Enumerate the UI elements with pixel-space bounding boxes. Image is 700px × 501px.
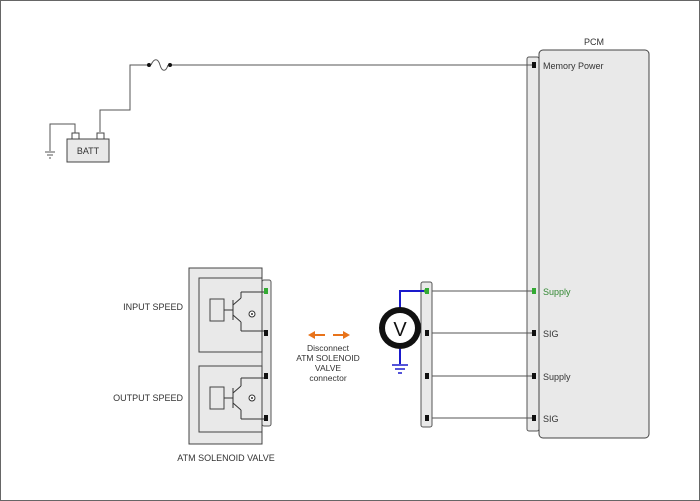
battery-negative-wire bbox=[49, 123, 76, 151]
battery-terminal-positive bbox=[96, 132, 105, 140]
pcm-label-sig-1: SIG bbox=[543, 329, 559, 339]
battery-circuit: BATT bbox=[45, 59, 532, 163]
harness-pin-sig-1 bbox=[425, 330, 429, 336]
disconnect-arrow-left-icon bbox=[308, 331, 325, 339]
instruction-line-4: connector bbox=[309, 373, 346, 383]
input-speed-coil bbox=[209, 298, 225, 322]
pcm-body bbox=[538, 49, 650, 439]
pcm-pin-supply-1 bbox=[532, 288, 536, 294]
solenoid-pin-2 bbox=[264, 330, 268, 336]
harness-pin-sig-2 bbox=[425, 415, 429, 421]
pcm-label-supply-2: Supply bbox=[543, 372, 571, 382]
output-speed-transistor-icon bbox=[224, 377, 266, 420]
fuse-icon bbox=[150, 59, 169, 71]
voltmeter-probe-wire bbox=[399, 290, 426, 308]
pcm-pin-sig-2 bbox=[532, 415, 536, 421]
input-speed-transistor-icon bbox=[224, 291, 266, 332]
solenoid-pin-4 bbox=[264, 415, 268, 421]
voltmeter-symbol: V bbox=[393, 319, 407, 341]
disconnect-instruction: Disconnect ATM SOLENOID VALVE connector bbox=[296, 331, 360, 383]
solenoid-title: ATM SOLENOID VALVE bbox=[177, 453, 275, 463]
instruction-line-3: VALVE bbox=[315, 363, 341, 373]
pcm-pin-memory-power bbox=[532, 62, 536, 68]
instruction-line-2: ATM SOLENOID bbox=[296, 353, 360, 363]
battery-positive-wire bbox=[99, 64, 147, 132]
pcm-module: PCM Memory Power Supply SIG Supply SIG bbox=[526, 37, 650, 439]
pcm-title: PCM bbox=[584, 37, 604, 47]
disconnect-arrow-right-icon bbox=[333, 331, 350, 339]
fuse-terminal-right bbox=[168, 63, 172, 67]
voltmeter-ground-icon bbox=[392, 364, 408, 374]
voltmeter: V bbox=[379, 289, 428, 374]
battery-terminal-negative bbox=[71, 132, 80, 140]
pcm-pin-sig-1 bbox=[532, 330, 536, 336]
harness-connector-strip bbox=[420, 281, 433, 428]
atm-solenoid-valve: INPUT SPEED OUTPUT SPEED ATM SOLENOID VA… bbox=[113, 267, 275, 463]
pcm-label-supply-1: Supply bbox=[543, 287, 571, 297]
input-speed-label: INPUT SPEED bbox=[123, 302, 183, 312]
pcm-label-memory-power: Memory Power bbox=[543, 61, 604, 71]
solenoid-pin-3 bbox=[264, 373, 268, 379]
battery-ground-icon bbox=[45, 151, 55, 159]
battery-label: BATT bbox=[77, 146, 100, 156]
fuse-terminal-left bbox=[147, 63, 151, 67]
pcm-pin-supply-2 bbox=[532, 373, 536, 379]
solenoid-connector-strip bbox=[261, 279, 272, 427]
harness-pin-supply-2 bbox=[425, 373, 429, 379]
battery-body bbox=[66, 138, 110, 163]
voltmeter-probe-tip bbox=[424, 289, 428, 293]
output-speed-coil bbox=[209, 386, 225, 410]
pcm-label-sig-2: SIG bbox=[543, 414, 559, 424]
instruction-line-1: Disconnect bbox=[307, 343, 350, 353]
output-speed-label: OUTPUT SPEED bbox=[113, 393, 183, 403]
harness-connector bbox=[420, 281, 532, 428]
solenoid-pin-1 bbox=[264, 288, 268, 294]
